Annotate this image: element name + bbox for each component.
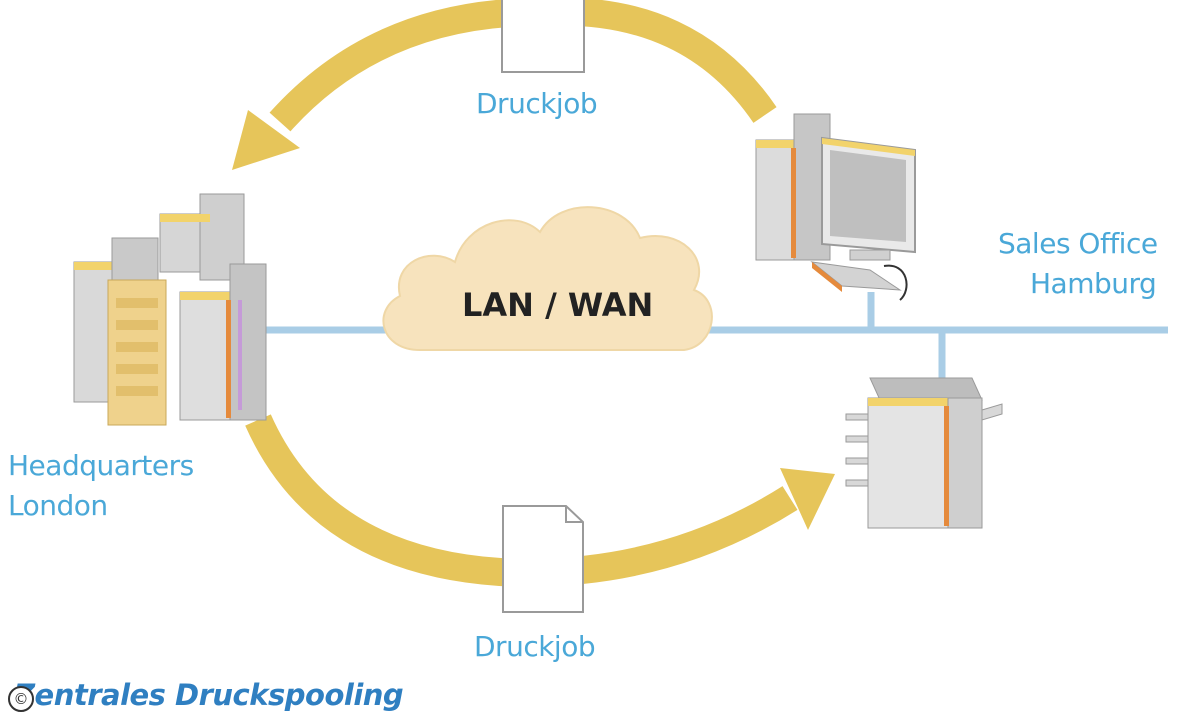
headquarters-label-line1: Headquarters	[8, 449, 194, 482]
arrow-bottom	[245, 414, 835, 587]
network-label: LAN / WAN	[462, 286, 654, 324]
sales-office-label-line1: Sales Office	[998, 227, 1158, 260]
figure-caption: Zentrales Druckspooling	[14, 678, 404, 712]
copyright-icon: ©	[8, 686, 34, 712]
server-cluster-icon	[73, 193, 267, 426]
cloud-icon	[382, 206, 713, 351]
sales-office-label-line2: Hamburg	[1030, 267, 1157, 300]
network-lines	[262, 292, 1168, 380]
print-job-label-top: Druckjob	[476, 87, 598, 120]
document-icon-top	[501, 0, 585, 73]
document-icon-bottom	[502, 505, 584, 613]
printer-icon	[845, 377, 1003, 529]
headquarters-label-line2: London	[8, 489, 108, 522]
print-job-label-bottom: Druckjob	[474, 630, 596, 663]
workstation-icon	[755, 113, 916, 301]
